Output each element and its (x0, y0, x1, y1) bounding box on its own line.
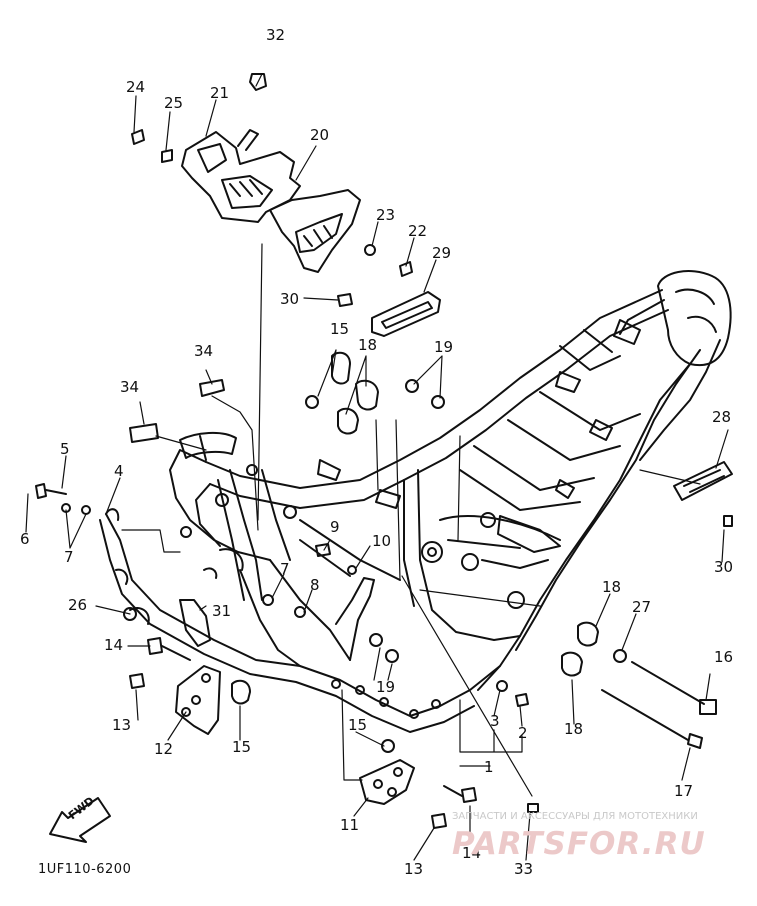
callout-3: 3 (490, 712, 500, 730)
callout-21: 21 (210, 84, 230, 102)
callout-17: 17 (674, 782, 694, 800)
callout-29: 29 (432, 244, 452, 262)
callout-11: 11 (340, 816, 360, 834)
callout-15-low: 15 (232, 738, 252, 756)
callout-13-left: 13 (112, 716, 132, 734)
callout-19-top: 19 (434, 338, 454, 356)
callout-1: 1 (484, 758, 494, 776)
callout-22: 22 (408, 222, 428, 240)
callout-26: 26 (68, 596, 88, 614)
upper-bracket (131, 73, 413, 277)
callout-20: 20 (310, 126, 330, 144)
strap (337, 291, 441, 337)
callout-7-left: 7 (64, 548, 74, 566)
callout-14-bottom: 14 (462, 844, 482, 862)
engine-brackets (175, 665, 415, 805)
callout-5: 5 (60, 440, 70, 458)
bolts (35, 483, 733, 829)
callout-18-low: 18 (564, 720, 584, 738)
callout-7-mid: 7 (280, 560, 290, 578)
callout-8: 8 (310, 576, 320, 594)
callout-32: 32 (266, 26, 286, 44)
main-frame (99, 270, 732, 733)
callout-27: 27 (632, 598, 652, 616)
fwd-arrow (49, 797, 111, 843)
callout-31: 31 (212, 602, 232, 620)
callout-30-top: 30 (280, 290, 300, 308)
callout-33: 33 (514, 860, 534, 878)
callout-15-mid: 15 (348, 716, 368, 734)
callout-30-right: 30 (714, 558, 734, 576)
callout-13-bottom: 13 (404, 860, 424, 878)
tag-plates (129, 379, 733, 501)
callout-2: 2 (518, 724, 528, 742)
callout-10: 10 (372, 532, 392, 550)
callout-24: 24 (126, 78, 146, 96)
callout-9: 9 (330, 518, 340, 536)
callout-16: 16 (714, 648, 734, 666)
callout-18-top: 18 (358, 336, 378, 354)
diagram-code: 1UF110-6200 (38, 862, 132, 877)
callout-14-left: 14 (104, 636, 124, 654)
leader-lines (25, 73, 729, 861)
callout-23: 23 (376, 206, 396, 224)
callout-28: 28 (712, 408, 732, 426)
callout-34-upper: 34 (194, 342, 214, 360)
callout-34-lower: 34 (120, 378, 140, 396)
callout-15-top: 15 (330, 320, 350, 338)
callout-4: 4 (114, 462, 124, 480)
rubber-mounts (123, 351, 627, 753)
watermark-logo: PARTSFOR.RU (452, 826, 706, 862)
callout-18-right: 18 (602, 578, 622, 596)
callout-19-mid: 19 (376, 678, 396, 696)
callout-6: 6 (20, 530, 30, 548)
callout-25: 25 (164, 94, 184, 112)
watermark-tagline: ЗАПЧАСТИ И АКСЕССУАРЫ ДЛЯ МОТОТЕХНИКИ (452, 811, 698, 822)
callout-12: 12 (154, 740, 174, 758)
